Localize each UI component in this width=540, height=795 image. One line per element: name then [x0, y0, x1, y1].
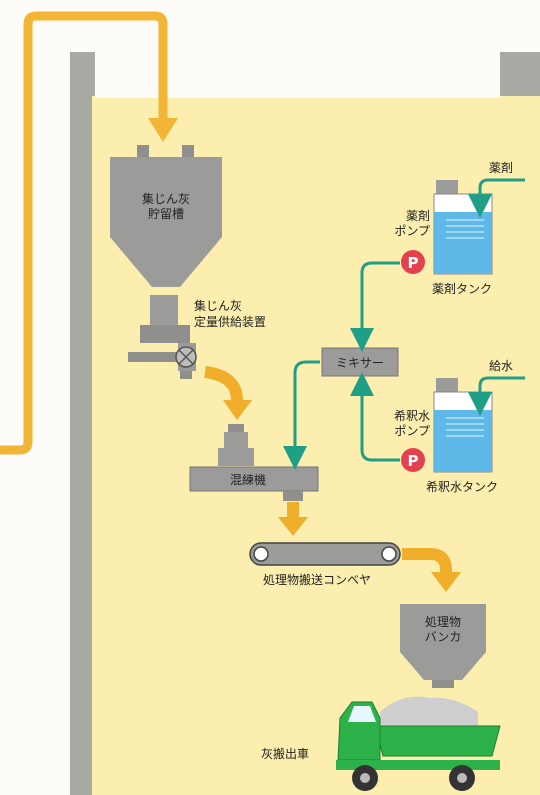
chemical-pump-label-2: ポンプ — [394, 224, 430, 238]
dilution-pump-label-2: ポンプ — [394, 424, 430, 438]
ash-truck — [336, 696, 501, 791]
chemical-tank-label: 薬剤タンク — [432, 281, 492, 296]
mixer-label: ミキサー — [336, 356, 384, 370]
chemical-pump: P — [401, 250, 425, 274]
bunker-label-1: 処理物 — [425, 615, 461, 629]
ash-storage-tank — [110, 145, 222, 287]
bunker-label-2: バンカ — [425, 630, 462, 644]
dilution-tank-label: 希釈水タンク — [426, 479, 498, 494]
conveyor — [249, 542, 401, 566]
feeder-label-1: 集じん灰 — [194, 298, 242, 313]
dilution-tank — [433, 378, 493, 473]
kneader — [189, 424, 319, 501]
chemical-line — [350, 261, 400, 352]
mixer-to-kneader-line — [283, 360, 320, 470]
chemical-in-label: 薬剤 — [489, 160, 513, 175]
chemical-supply-line — [468, 178, 525, 218]
treated-material-bunker — [400, 604, 486, 688]
chemical-pump-symbol: P — [408, 254, 419, 272]
storage-tank-label-1: 集じん灰 — [142, 191, 190, 206]
water-in-label: 給水 — [489, 359, 513, 373]
kneader-to-conveyor-arrow — [287, 502, 299, 518]
dilution-pump: P — [401, 448, 425, 472]
dilution-pump-label-1: 希釈水 — [394, 408, 430, 423]
dilution-pump-symbol: P — [408, 452, 419, 470]
feeder-to-kneader-arrow — [204, 366, 243, 403]
feeder-label-2: 定量供給装置 — [194, 314, 266, 329]
roof-gap — [95, 52, 500, 98]
chemical-pump-label-1: 薬剤 — [406, 208, 430, 223]
truck-label: 灰搬出車 — [261, 746, 309, 761]
kneader-label: 混練機 — [230, 472, 266, 487]
water-supply-line — [468, 376, 525, 416]
storage-tank-label-2: 貯留槽 — [148, 207, 184, 221]
ash-supply-pipe — [0, 11, 168, 455]
conveyor-label: 処理物搬送コンベヤ — [263, 572, 371, 587]
ash-feeder — [128, 295, 197, 379]
conveyor-to-bunker-arrow — [402, 548, 452, 574]
ash-inlet-arrow — [148, 118, 178, 142]
dilution-water-line — [350, 372, 400, 462]
chemical-tank — [433, 180, 493, 275]
